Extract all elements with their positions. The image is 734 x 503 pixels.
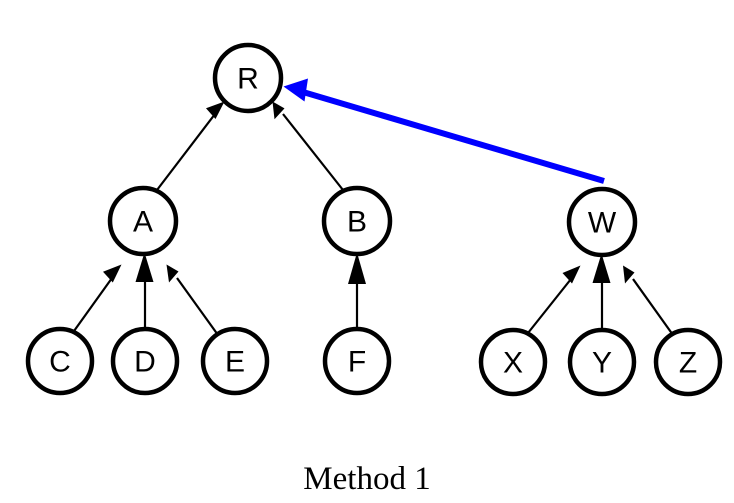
node-F-label: F: [348, 346, 366, 379]
node-A[interactable]: A: [107, 185, 179, 257]
edge-C-to-A: [73, 264, 122, 332]
node-X-circle[interactable]: [478, 327, 548, 397]
nodes: R A B W C D: [25, 42, 723, 397]
node-R-label: R: [237, 63, 259, 96]
node-D[interactable]: D: [110, 326, 180, 396]
tree-edges: [73, 101, 674, 336]
node-D-circle[interactable]: [110, 326, 180, 396]
node-D-label: D: [134, 346, 156, 379]
node-Z-label: Z: [679, 347, 697, 380]
node-W[interactable]: W: [566, 186, 638, 258]
node-B-circle[interactable]: [321, 185, 393, 257]
edge-A-to-R: [156, 101, 225, 191]
figure-caption: Method 1: [303, 461, 430, 497]
node-X[interactable]: X: [478, 327, 548, 397]
node-B-label: B: [347, 206, 367, 239]
edge-Y-to-W: [592, 253, 611, 331]
node-W-circle[interactable]: [566, 186, 638, 258]
edge-E-to-A: [166, 264, 219, 336]
node-F[interactable]: F: [322, 326, 392, 396]
node-Y[interactable]: Y: [567, 327, 637, 397]
node-B[interactable]: B: [321, 185, 393, 257]
node-Z[interactable]: Z: [653, 327, 723, 397]
node-W-label: W: [588, 207, 617, 240]
node-A-label: A: [133, 206, 153, 239]
node-E[interactable]: E: [200, 326, 270, 396]
edge-W-to-R-highlight: [283, 78, 605, 184]
node-C[interactable]: C: [25, 326, 95, 396]
edge-F-to-B: [348, 252, 366, 330]
node-Y-circle[interactable]: [567, 327, 637, 397]
edge-Z-to-W: [623, 265, 674, 336]
node-F-circle[interactable]: [322, 326, 392, 396]
edge-X-to-W: [527, 265, 581, 334]
node-X-label: X: [503, 347, 523, 380]
node-C-circle[interactable]: [25, 326, 95, 396]
edge-D-to-A: [135, 252, 154, 330]
node-E-label: E: [225, 346, 245, 379]
node-A-circle[interactable]: [107, 185, 179, 257]
node-R[interactable]: R: [212, 42, 284, 114]
node-Z-circle[interactable]: [653, 327, 723, 397]
edge-B-to-R: [272, 101, 344, 191]
node-R-circle[interactable]: [212, 42, 284, 114]
node-Y-label: Y: [592, 347, 612, 380]
node-E-circle[interactable]: [200, 326, 270, 396]
node-C-label: C: [49, 346, 71, 379]
